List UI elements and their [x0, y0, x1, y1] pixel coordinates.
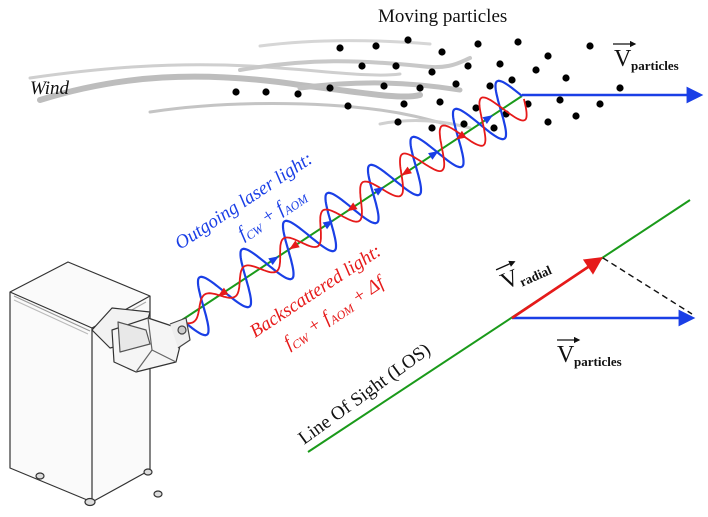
backscatter-direction-marker	[346, 202, 358, 212]
outgoing-direction-marker	[482, 115, 494, 124]
line-of-sight	[307, 199, 691, 453]
particle	[572, 112, 580, 120]
svg-text:V: V	[614, 46, 632, 72]
outgoing-direction-marker	[322, 220, 334, 230]
particle	[532, 66, 540, 74]
backscattered-wave	[183, 96, 528, 325]
title-moving-particles: Moving particles	[378, 6, 507, 27]
particle	[294, 90, 302, 98]
particle	[262, 88, 270, 96]
particle	[472, 104, 480, 112]
particle	[616, 84, 624, 92]
beam-direction-markers	[217, 115, 494, 297]
particle	[232, 88, 240, 96]
wind-label: Wind	[30, 78, 70, 99]
particle	[436, 98, 444, 106]
particle	[460, 120, 468, 128]
particle	[556, 96, 564, 104]
particle	[490, 124, 498, 132]
wind-streaks	[28, 39, 472, 130]
particle	[508, 76, 516, 84]
moving-particles	[232, 36, 624, 132]
projection-dashed-line	[602, 257, 693, 315]
particle	[358, 62, 366, 70]
particle	[428, 68, 436, 76]
particle	[392, 62, 400, 70]
svg-text:particles: particles	[574, 354, 622, 369]
svg-text:Line Of Sight (LOS): Line Of Sight (LOS)	[295, 339, 435, 449]
outgoing-direction-marker	[268, 256, 279, 266]
particle	[586, 42, 594, 50]
particle	[562, 74, 570, 82]
v-particles-label-bottom: V particles	[557, 336, 622, 369]
svg-text:particles: particles	[631, 58, 679, 73]
particle	[336, 44, 344, 52]
particle	[416, 84, 424, 92]
particle	[380, 82, 388, 90]
particle	[596, 100, 604, 108]
particle	[486, 82, 494, 90]
v-radial-label: V radial	[495, 260, 554, 295]
backscatter-direction-marker	[401, 166, 412, 176]
particle	[344, 102, 352, 110]
backscatter-direction-marker	[289, 240, 300, 250]
v-particles-label-top: V particles	[613, 40, 679, 73]
particle	[452, 80, 460, 88]
radial-velocity-arrow	[511, 256, 604, 320]
backscatter-direction-marker	[455, 130, 467, 140]
svg-text:V: V	[557, 342, 575, 368]
particle	[544, 118, 552, 126]
lidar-instrument	[9, 261, 191, 507]
los-label: Line Of Sight (LOS)	[295, 339, 435, 449]
backscatter-direction-marker	[217, 287, 229, 297]
particle	[326, 84, 334, 92]
outgoing-direction-marker	[373, 186, 385, 196]
particle	[464, 62, 472, 70]
particle	[400, 100, 408, 108]
particle	[496, 60, 504, 68]
particle	[544, 52, 552, 60]
particle	[438, 48, 446, 56]
svg-text:radial: radial	[517, 262, 554, 289]
particle	[514, 38, 522, 46]
particle	[394, 118, 402, 126]
outgoing-direction-marker	[428, 150, 439, 160]
particle	[428, 124, 436, 132]
particle	[372, 42, 380, 50]
particle	[404, 36, 412, 44]
particle	[474, 40, 482, 48]
outgoing-light-label: Outgoing laser light: fCW + fAOM	[171, 148, 317, 254]
